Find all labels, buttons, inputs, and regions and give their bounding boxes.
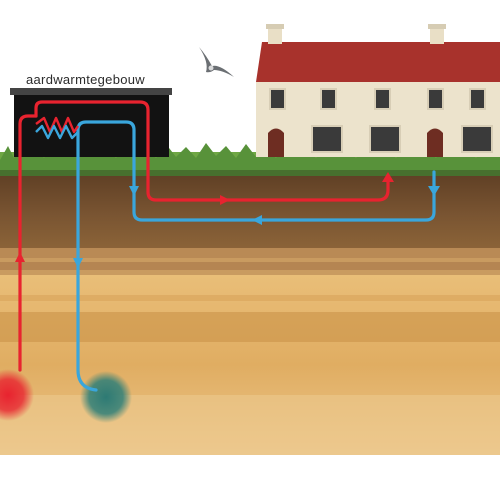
door-left [268, 128, 284, 157]
arrow-down-cold-house [428, 186, 440, 196]
hot-pipe-loop [18, 100, 390, 372]
building-label: aardwarmtegebouw [26, 72, 145, 87]
hot-flow-arrows [15, 172, 394, 262]
hot-source [0, 369, 34, 421]
house [256, 24, 500, 157]
arrow-down-cold-riser [129, 186, 139, 196]
arrow-right-hot [220, 195, 230, 205]
cold-flow-arrows [73, 186, 440, 268]
door-right [427, 128, 443, 157]
house-roof [256, 42, 500, 82]
dark-sand-band [0, 312, 500, 342]
clay-band [0, 248, 500, 260]
arrow-up-hot [15, 252, 25, 262]
arrow-down-cold [73, 258, 83, 268]
cold-pipe-loop [76, 120, 436, 392]
arrow-up-hot-house [382, 172, 394, 182]
arrow-left-cold [252, 215, 262, 225]
zigzag-coil-icon [35, 116, 79, 140]
topsoil-layer [0, 165, 500, 250]
lower-windows [311, 125, 493, 153]
chimney-left [268, 28, 282, 44]
seagull-icon [199, 47, 234, 77]
geothermal-building [10, 88, 172, 157]
chimney-right [430, 28, 444, 44]
ground-layers [0, 165, 500, 455]
upper-windows [269, 88, 486, 110]
cold-source [80, 371, 132, 423]
